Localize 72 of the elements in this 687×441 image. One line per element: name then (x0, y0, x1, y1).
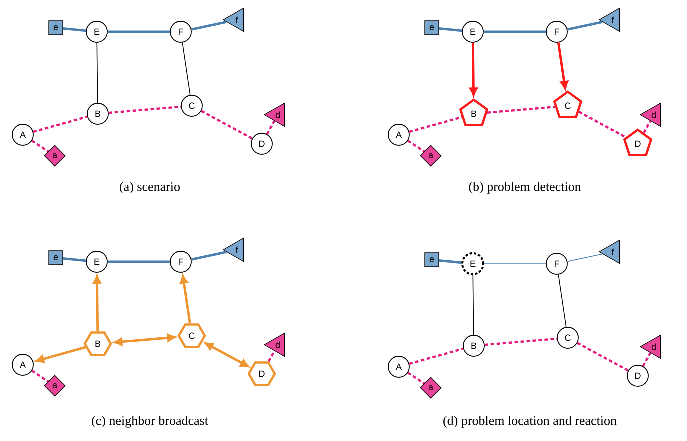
caption: (b) problem detection (469, 182, 582, 194)
circle-node: C (557, 327, 579, 349)
link-line (567, 21, 603, 31)
link-line (108, 260, 170, 264)
link-line (32, 140, 50, 153)
arrow (557, 42, 568, 90)
link-line (439, 28, 462, 32)
circle-node: F (170, 21, 192, 43)
caption: (a) scenario (120, 182, 180, 194)
circle-node: E (86, 21, 108, 43)
square-node: e (48, 20, 64, 36)
dashed-circle-node: E (462, 252, 484, 276)
link-line (484, 338, 558, 346)
link-line (96, 42, 98, 104)
diamond-node: a (44, 375, 66, 397)
link-line (487, 106, 556, 114)
circle-node: D (251, 133, 273, 155)
arrow (470, 42, 478, 96)
link-line (108, 30, 170, 34)
circle-node: A (12, 124, 34, 146)
link-line (567, 254, 604, 262)
link-line (642, 352, 652, 367)
link-line (191, 251, 227, 261)
hexagon-node: D (248, 362, 276, 386)
link-line (408, 372, 426, 385)
link-line (578, 111, 626, 138)
link-line (409, 116, 462, 134)
square-node: e (48, 250, 64, 266)
hexagon-node: B (84, 332, 112, 356)
diamond-node: a (44, 145, 66, 167)
link-line (408, 140, 426, 153)
arrow (180, 275, 192, 324)
circle-node: A (12, 354, 34, 376)
link-line (472, 275, 474, 336)
link-line (484, 30, 546, 34)
caption: (c) neighbor broadcast (92, 416, 208, 428)
link-line (191, 21, 227, 31)
link-line (558, 274, 567, 328)
link-line (33, 116, 88, 134)
square-node: e (424, 252, 440, 268)
link-line (268, 350, 276, 362)
circle-node: C (181, 95, 203, 117)
square-node: e (424, 20, 440, 36)
link-line (439, 260, 462, 264)
link-line (201, 110, 253, 140)
circle-node: B (463, 335, 485, 357)
arrow (36, 346, 86, 364)
arrow (93, 276, 102, 332)
link-line (266, 120, 276, 135)
caption: (d) problem location and reaction (444, 416, 617, 428)
link-line (182, 42, 191, 96)
circle-node: E (462, 21, 484, 43)
link-line (32, 370, 50, 383)
link-line (409, 348, 464, 366)
link-line (63, 258, 86, 262)
link-line (577, 342, 629, 372)
link-line (63, 28, 86, 32)
circle-node: A (388, 124, 410, 146)
diamond-node: a (420, 377, 442, 399)
link-line (108, 106, 182, 114)
circle-node: F (546, 21, 568, 43)
circle-node: B (87, 103, 109, 125)
circle-node: D (627, 365, 649, 387)
circle-node: E (86, 251, 108, 273)
circle-node: F (546, 253, 568, 275)
link-line (643, 120, 652, 134)
circle-node: F (170, 251, 192, 273)
hexagon-node: C (178, 324, 206, 348)
circle-node: A (388, 356, 410, 378)
arrow (205, 342, 249, 368)
arrow (114, 334, 176, 346)
diamond-node: a (420, 145, 442, 167)
